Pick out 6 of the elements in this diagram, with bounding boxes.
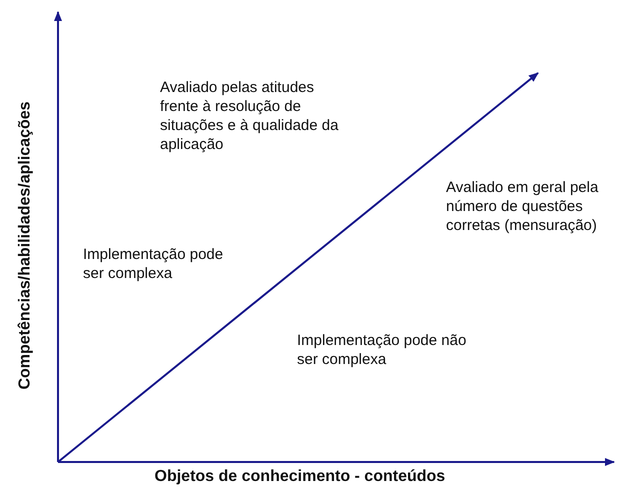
region-note: Implementação pode não ser complexa xyxy=(297,331,468,369)
region-note: Avaliado em geral pela número de questões corretas (mensuração) xyxy=(446,178,600,235)
region-note: Implementação pode ser complexa xyxy=(83,245,224,283)
axis-title: Competências/habilidades/aplicações xyxy=(16,100,35,390)
axis-title: Objetos de conhecimento - conteúdos xyxy=(154,467,446,486)
region-note: Avaliado pelas atitudes frente à resolução de situações e à qualidade da aplicação xyxy=(160,78,340,154)
